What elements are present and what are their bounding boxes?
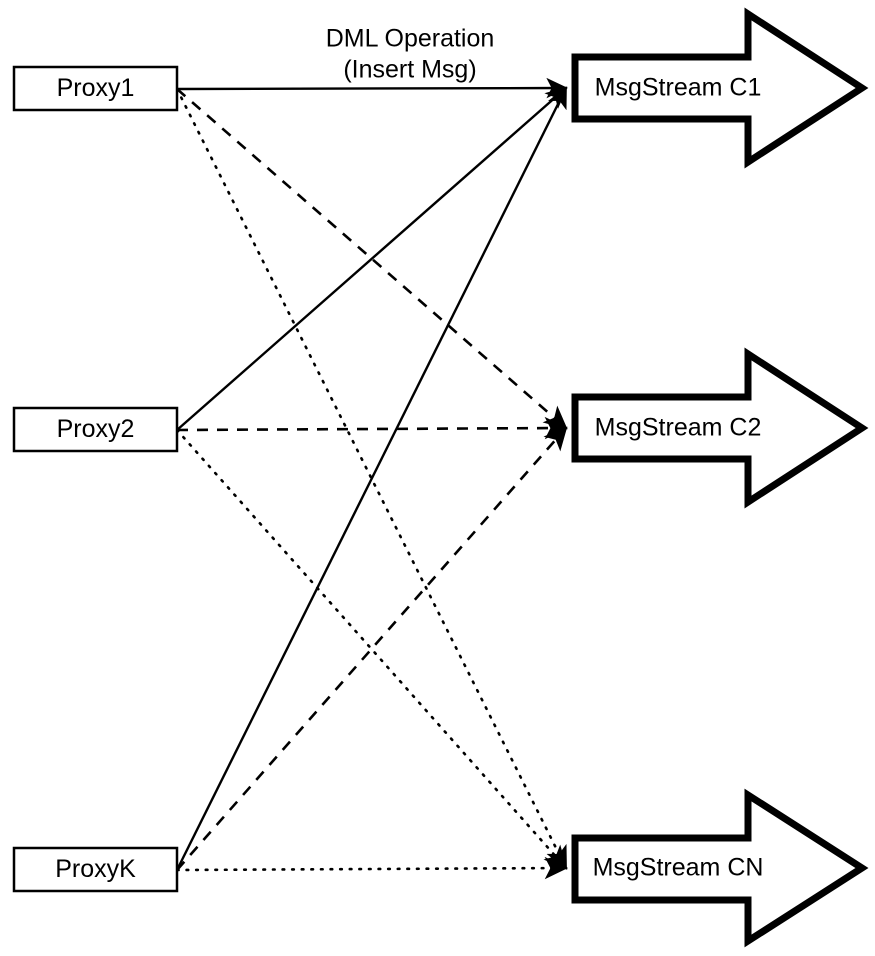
proxy-label: Proxy2 xyxy=(57,415,135,443)
edge-proxy2-to-stream-c2[interactable] xyxy=(176,416,569,440)
stream-label: MsgStream C2 xyxy=(595,414,762,442)
edge-proxy2-to-stream-cn[interactable] xyxy=(175,428,568,870)
edge-proxyk-to-stream-c1[interactable] xyxy=(175,86,568,871)
block-arrow-icon xyxy=(571,788,869,948)
edge-caption-line1: DML Operation xyxy=(326,25,495,53)
proxy-node-proxy2[interactable]: Proxy2 xyxy=(12,406,179,453)
stream-node-stream-c2[interactable]: MsgStream C2 xyxy=(571,347,869,509)
stream-label: MsgStream CN xyxy=(593,854,764,882)
proxy-node-proxyk[interactable]: ProxyK xyxy=(12,846,179,893)
stream-node-stream-c1[interactable]: MsgStream C1 xyxy=(571,7,869,169)
block-arrow-icon xyxy=(571,347,869,509)
stream-label: MsgStream C1 xyxy=(595,74,762,102)
edge-proxy1-to-stream-c2[interactable] xyxy=(176,88,568,430)
stream-node-layer: MsgStream C1 MsgStream C2 MsgStream CN xyxy=(571,7,869,948)
edge-proxy2-to-stream-c1[interactable] xyxy=(176,86,568,431)
proxy-label: Proxy1 xyxy=(57,74,135,102)
connection-layer xyxy=(175,77,569,880)
proxy-label: ProxyK xyxy=(55,855,136,883)
edge-proxyk-to-stream-cn[interactable] xyxy=(175,856,569,880)
edge-proxy1-to-stream-cn[interactable] xyxy=(175,87,568,870)
proxy-node-proxy1[interactable]: Proxy1 xyxy=(12,65,179,112)
edge-caption-line2: (Insert Msg) xyxy=(343,56,476,84)
block-arrow-icon xyxy=(571,7,869,169)
proxy-box-rect xyxy=(12,846,179,893)
proxy-node-layer: Proxy1 Proxy2 ProxyK xyxy=(12,65,179,893)
edge-proxyk-to-stream-c2[interactable] xyxy=(176,426,568,871)
edge-proxy1-to-stream-c1[interactable] xyxy=(176,77,568,99)
stream-node-stream-cn[interactable]: MsgStream CN xyxy=(571,788,869,948)
proxy-box-rect xyxy=(12,406,179,453)
edge-caption-group: DML Operation (Insert Msg) xyxy=(326,25,495,84)
proxy-box-rect xyxy=(12,65,179,112)
